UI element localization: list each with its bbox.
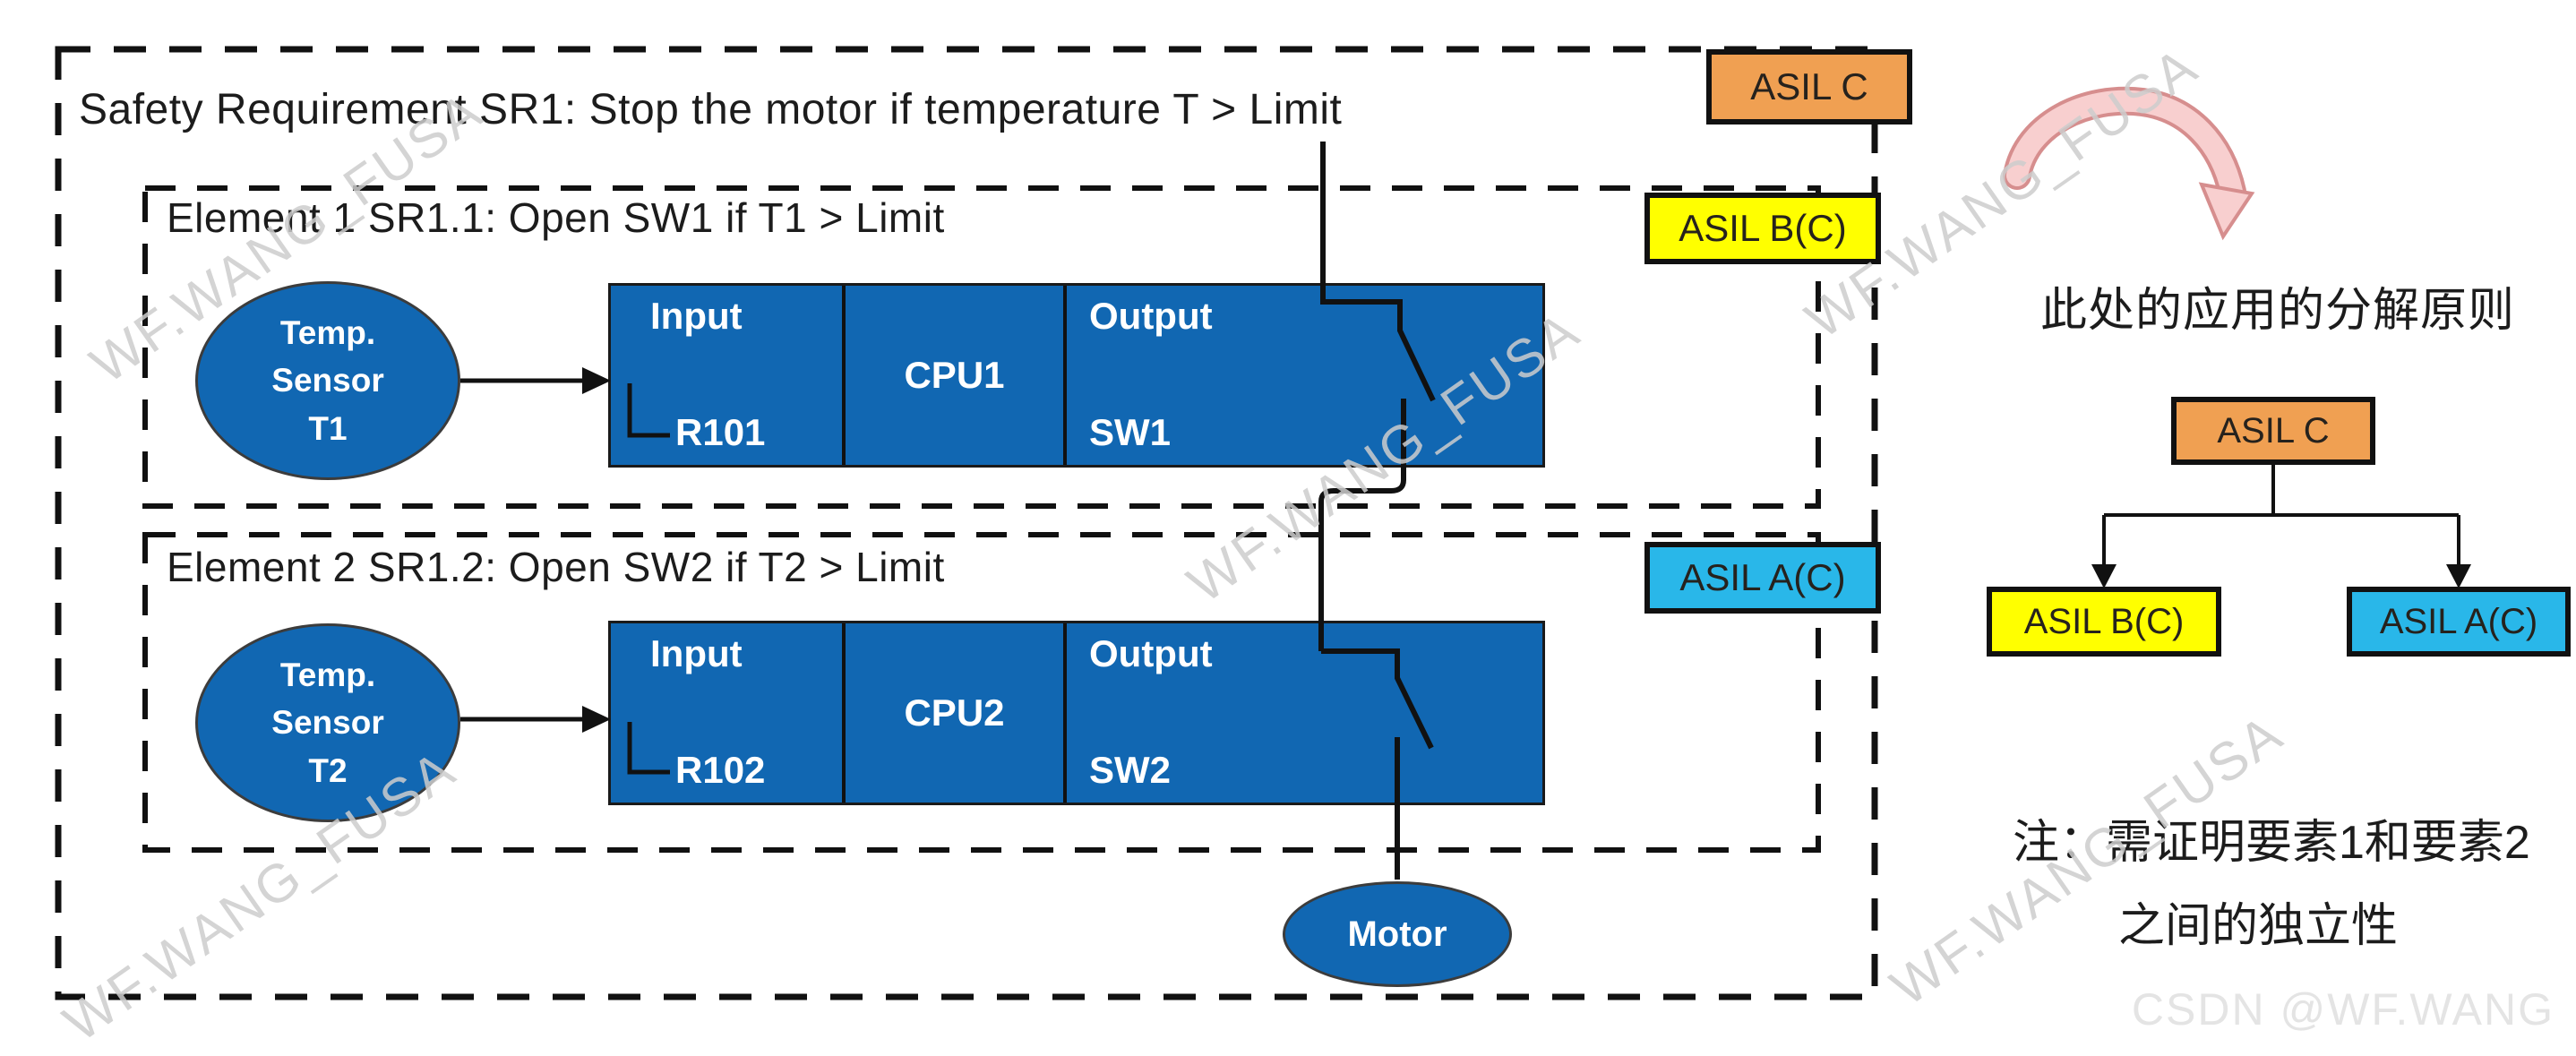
temp-sensor-t2-ellipse: Temp. Sensor T2 xyxy=(195,623,460,822)
motor-label: Motor xyxy=(1347,914,1447,954)
block2-output-label: Output xyxy=(1089,632,1213,674)
sensor-t1-line3: T1 xyxy=(308,409,348,447)
asil-b-badge: ASIL B(C) xyxy=(1644,193,1881,264)
independence-note: 注：需证明要素1和要素2 之间的独立性 xyxy=(2013,802,2530,967)
temp-sensor-t1-ellipse: Temp. Sensor T1 xyxy=(195,281,460,480)
tree-child-asil-a: ASIL A(C) xyxy=(2347,587,2571,657)
block1-input-label: Input xyxy=(650,295,743,337)
block2-input-label: Input xyxy=(650,632,743,674)
tree-root-asil-c: ASIL C xyxy=(2171,397,2375,465)
element2-title: Element 2 SR1.2: Open SW2 if T2 > Limit xyxy=(167,544,945,590)
sensor-t2-line1: Temp. xyxy=(279,656,376,693)
curved-arrow-icon xyxy=(2003,86,2255,241)
block1-cpu-label: CPU1 xyxy=(904,354,1005,396)
sensor-t2-line2: Sensor xyxy=(271,704,384,742)
element1-title: Element 1 SR1.1: Open SW1 if T1 > Limit xyxy=(167,194,945,241)
sensor-t1-arrow xyxy=(460,367,611,394)
safety-requirement-title: Safety Requirement SR1: Stop the motor i… xyxy=(79,86,1343,133)
sensor-t1-line1: Temp. xyxy=(279,313,376,351)
independence-note-line1: 注：需证明要素1和要素2 xyxy=(2013,817,2530,869)
block1-input-channel: R101 xyxy=(675,411,766,453)
csdn-watermark: CSDN @WF.WANG xyxy=(2131,984,2555,1035)
motor-ellipse: Motor xyxy=(1283,881,1512,987)
block1-divider-cpu-output xyxy=(1063,286,1067,465)
tree-child-asil-b: ASIL B(C) xyxy=(1987,587,2221,657)
asil-a-badge: ASIL A(C) xyxy=(1644,542,1881,614)
element2-processing-block: Input R102 CPU2 Output SW2 xyxy=(608,621,1545,805)
sensor-t1-line2: Sensor xyxy=(271,362,384,399)
decomposition-caption: 此处的应用的分解原则 xyxy=(2040,285,2516,337)
block2-cpu-label: CPU2 xyxy=(904,691,1005,734)
independence-note-line2: 之间的独立性 xyxy=(2118,899,2399,952)
block2-input-channel: R102 xyxy=(675,749,766,791)
sensor-t2-arrow xyxy=(460,706,611,733)
element1-processing-block: Input R101 CPU1 Output SW1 xyxy=(608,283,1545,468)
tree-connectors xyxy=(2091,465,2471,588)
block1-output-channel: SW1 xyxy=(1089,411,1172,453)
outer-requirement-dashed-box xyxy=(55,46,1878,1000)
asil-c-badge: ASIL C xyxy=(1706,49,1912,124)
block2-divider-cpu-output xyxy=(1063,623,1067,803)
block2-output-channel: SW2 xyxy=(1089,749,1172,791)
block1-output-label: Output xyxy=(1089,295,1213,337)
sensor-t2-line3: T2 xyxy=(308,751,348,789)
